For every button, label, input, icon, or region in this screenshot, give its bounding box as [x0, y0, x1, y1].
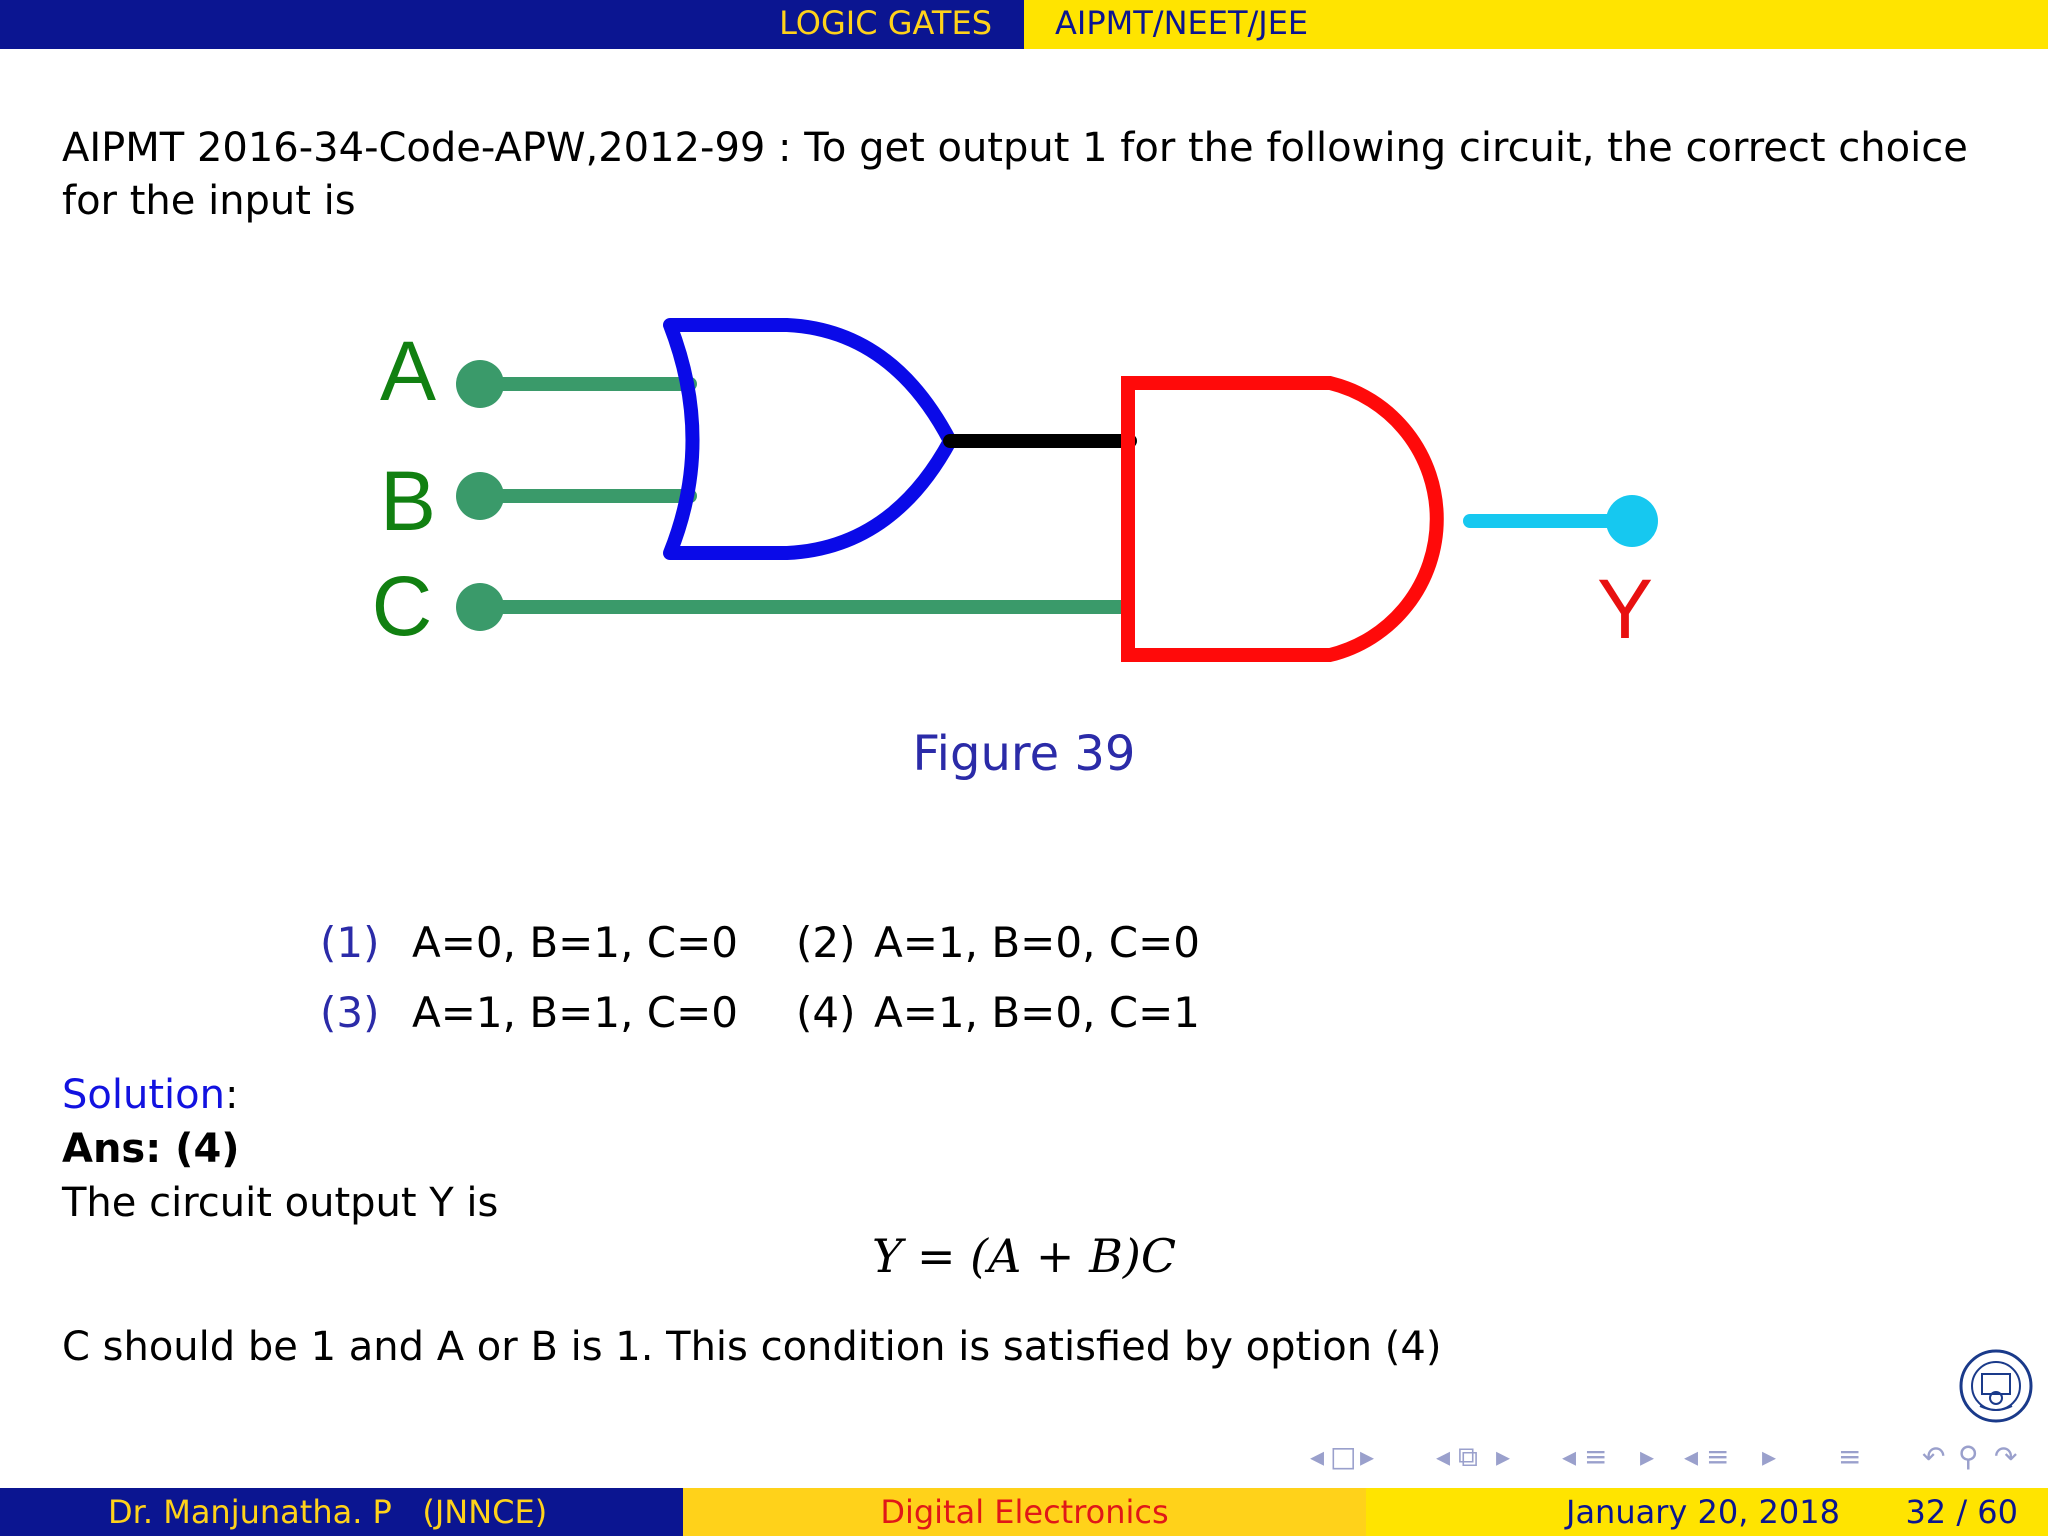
label-c: C	[372, 559, 433, 653]
nav-search-icon[interactable]: ⚲	[1958, 1440, 1979, 1473]
solution-conclusion: C should be 1 and A or B is 1. This cond…	[62, 1324, 1442, 1370]
footer-page-number: 32 / 60	[1905, 1493, 2018, 1531]
answer-options: (1) A=0, B=1, C=0 (2) A=1, B=0, C=0 (3) …	[320, 908, 1320, 1048]
beamer-navigation-bar: ◂ □ ▸ ◂ ⧉ ▸ ◂ ≡ ▸ ◂ ≡ ▸ ≡ ↶ ⚲ ↷	[1310, 1440, 2040, 1474]
nav-prev-document-icon[interactable]: ◂	[1684, 1440, 1699, 1473]
header-bar: LOGIC GATES AIPMT/NEET/JEE	[0, 0, 2048, 49]
nav-toc-icon[interactable]: ≡	[1838, 1440, 1862, 1473]
label-b: B	[380, 454, 436, 548]
option-number: (1)	[320, 918, 380, 967]
nav-document-icon[interactable]: ≡	[1706, 1440, 1730, 1473]
footer-author: Dr. Manjunatha. P (JNNCE)	[108, 1493, 548, 1531]
footer-bar: Dr. Manjunatha. P (JNNCE) Digital Electr…	[0, 1488, 2048, 1536]
option-number: (3)	[320, 988, 380, 1037]
nav-forward-icon[interactable]: ↷	[1994, 1440, 2018, 1473]
header-section-panel: LOGIC GATES	[0, 0, 1024, 49]
solution-block: Solution: Ans: (4) The circuit output Y …	[62, 1068, 498, 1230]
output-formula: Y = (A + B)C	[871, 1229, 1177, 1283]
footer-date-panel: January 20, 2018 32 / 60	[1366, 1488, 2048, 1536]
header-section-title[interactable]: LOGIC GATES	[779, 4, 992, 42]
or-gate	[663, 318, 957, 560]
nav-next-section-icon[interactable]: ▸	[1640, 1440, 1655, 1473]
option-number: (4)	[796, 988, 856, 1037]
option-text: A=1, B=0, C=0	[874, 918, 1201, 967]
header-subsection-title[interactable]: AIPMT/NEET/JEE	[1055, 4, 1309, 42]
nav-next-subsection-icon[interactable]: ▸	[1496, 1440, 1511, 1473]
option-text: A=1, B=1, C=0	[412, 988, 739, 1037]
solution-label: Solution	[62, 1072, 225, 1118]
option-row: (3) A=1, B=1, C=0 (4) A=1, B=0, C=1	[320, 978, 1320, 1048]
terminal-a	[456, 360, 504, 408]
college-seal-logo	[1959, 1349, 2033, 1423]
label-y: Y	[1597, 562, 1653, 656]
option-number: (2)	[796, 918, 856, 967]
terminal-y	[1606, 495, 1658, 547]
option-text: A=0, B=1, C=0	[412, 918, 739, 967]
label-a: A	[380, 324, 436, 418]
answer-line: Ans: (4)	[62, 1126, 240, 1172]
footer-author-panel: Dr. Manjunatha. P (JNNCE)	[0, 1488, 683, 1536]
solution-heading: Solution:	[62, 1068, 498, 1122]
nav-back-icon[interactable]: ↶	[1922, 1440, 1946, 1473]
nav-prev-subsection-icon[interactable]: ◂	[1436, 1440, 1451, 1473]
nav-prev-section-icon[interactable]: ◂	[1562, 1440, 1577, 1473]
option-text: A=1, B=0, C=1	[874, 988, 1201, 1037]
footer-title-panel: Digital Electronics	[683, 1488, 1366, 1536]
nav-section-icon[interactable]: ≡	[1584, 1440, 1608, 1473]
nav-next-document-icon[interactable]: ▸	[1762, 1440, 1777, 1473]
header-subsection-panel: AIPMT/NEET/JEE	[1024, 0, 2048, 49]
nav-subsection-icon[interactable]: ⧉	[1458, 1440, 1478, 1473]
terminal-c	[456, 583, 504, 631]
solution-colon: :	[224, 1072, 239, 1118]
solution-intro: The circuit output Y is	[62, 1180, 499, 1226]
footer-date: January 20, 2018	[1566, 1493, 1840, 1531]
nav-prev-frame-icon[interactable]: ◂	[1310, 1440, 1325, 1473]
question-text: AIPMT 2016-34-Code-APW,2012-99 : To get …	[62, 125, 1968, 224]
footer-title: Digital Electronics	[880, 1493, 1169, 1531]
figure-caption: Figure 39	[912, 726, 1136, 782]
terminal-b	[456, 472, 504, 520]
and-gate	[1121, 376, 1444, 662]
nav-frame-icon[interactable]: □	[1330, 1440, 1357, 1473]
nav-next-frame-icon[interactable]: ▸	[1360, 1440, 1375, 1473]
option-row: (1) A=0, B=1, C=0 (2) A=1, B=0, C=0	[320, 908, 1320, 978]
